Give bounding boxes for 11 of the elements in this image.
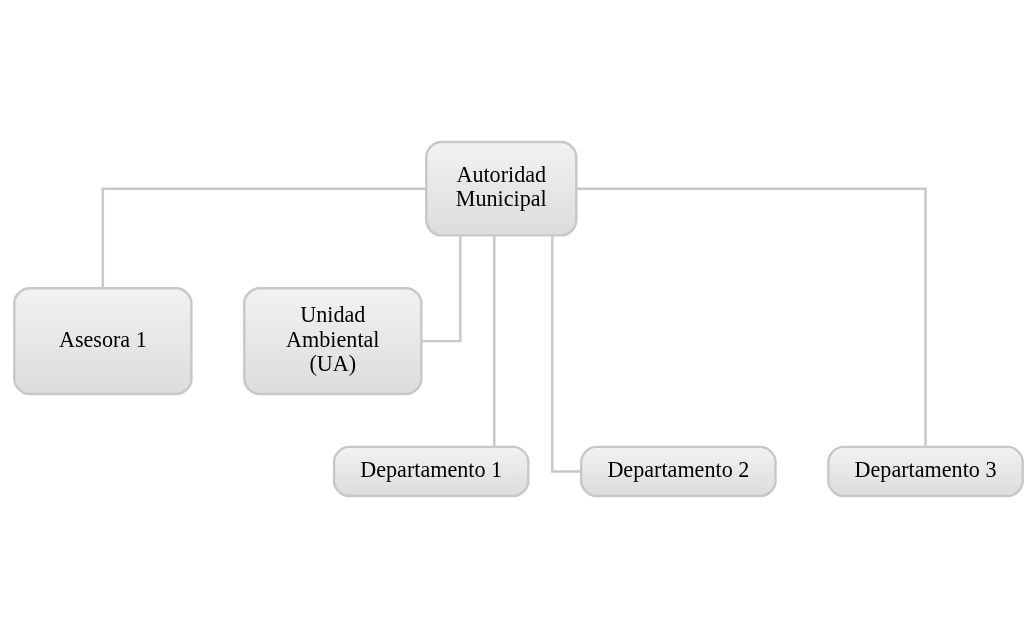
node-box: Departamento 1 [332, 445, 530, 497]
node-box: Unidad Ambiental (UA) [242, 286, 423, 395]
node-box: Asesora 1 [12, 286, 193, 395]
node-box: Departamento 2 [579, 445, 777, 497]
connector [421, 235, 462, 342]
connector [550, 235, 581, 473]
connector [576, 186, 927, 447]
connector [492, 235, 496, 447]
node-box: Autoridad Municipal [424, 140, 578, 237]
node-box: Departamento 3 [826, 445, 1024, 497]
connector [101, 186, 426, 288]
